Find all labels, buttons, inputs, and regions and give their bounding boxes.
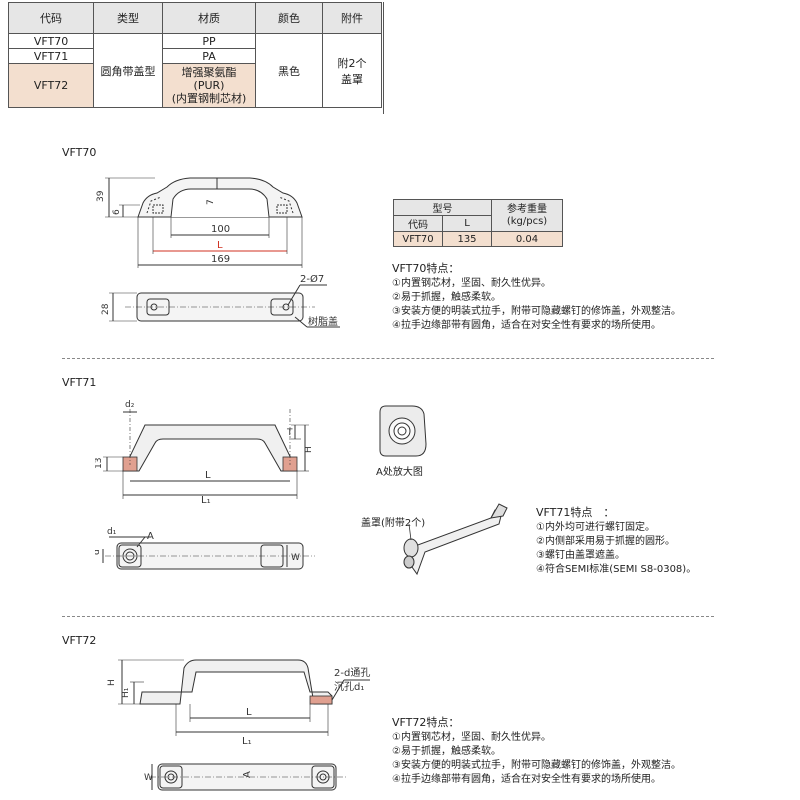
vft71-dim-d: d bbox=[95, 549, 102, 555]
vft71-drawing: d₂ T H 13 L L₁ d₁ d A W bbox=[95, 400, 315, 570]
vft70-hole-label: 2-Ø7 bbox=[300, 273, 324, 285]
vft72-dim-H1: H₁ bbox=[121, 687, 131, 698]
cover-label: 盖罩(附带2个) bbox=[361, 518, 426, 529]
vft71-dim-d2: d₂ bbox=[125, 400, 135, 410]
feature-item: ③安装方便的明装式拉手，附带可隐藏螺钉的修饰盖，外观整洁。 bbox=[392, 306, 681, 317]
vft71-dim-L1: L₁ bbox=[201, 495, 211, 506]
vft70-features: VFT70特点： ①内置钢芯材，坚固、耐久性优异。 ②易于抓握，触感柔软。 ③安… bbox=[392, 262, 681, 333]
vft70-drawing: 39 6 7 100 L 169 28 2-Ø7 树脂盖 bbox=[96, 177, 340, 328]
material-line: (PUR) bbox=[193, 79, 225, 92]
section-divider bbox=[62, 358, 714, 359]
weight-group-header: 型号 bbox=[393, 199, 492, 216]
accessory-line: 盖罩 bbox=[341, 72, 363, 86]
weight-header-text: 参考重量 bbox=[507, 203, 547, 215]
vft70-handle-arch bbox=[170, 188, 270, 218]
vft72-counterbore-label: 沉孔d₁ bbox=[334, 680, 364, 693]
vft70-dim-28: 28 bbox=[101, 303, 111, 315]
weight-unit: (kg/pcs) bbox=[506, 215, 548, 227]
vft71-features: VFT71特点 ： ①内外均可进行螺钉固定。 ②内侧部采用易于抓握的圆形。 ③螺… bbox=[536, 506, 696, 577]
code-cell: VFT72 bbox=[8, 63, 94, 108]
code-cell: VFT70 bbox=[8, 33, 94, 49]
vft72-label-A: A bbox=[242, 771, 253, 778]
feature-item: ③螺钉由盖罩遮盖。 bbox=[536, 550, 625, 561]
vft72-dim-L: L bbox=[246, 707, 252, 718]
header-code: 代码 bbox=[8, 2, 94, 34]
vft71-dim-13: 13 bbox=[95, 458, 104, 469]
vft71-dim-L: L bbox=[205, 470, 211, 481]
vft72-features: VFT72特点： ①内置钢芯材，坚固、耐久性优异。 ②易于抓握，触感柔软。 ③安… bbox=[392, 716, 681, 787]
feature-item: ③安装方便的明装式拉手，附带可隐藏螺钉的修饰盖，外观整洁。 bbox=[392, 760, 681, 771]
vft72-handle-front bbox=[139, 659, 333, 705]
vft71-dim-W: W bbox=[291, 553, 300, 563]
header-material: 材质 bbox=[162, 2, 256, 34]
feature-item: ④拉手边缘部带有圆角，适合在对安全性有要求的场所使用。 bbox=[392, 774, 661, 785]
material-cell: PA bbox=[162, 48, 256, 64]
section-title-vft71: VFT71 bbox=[62, 376, 97, 389]
feature-item: ①内置钢芯材，坚固、耐久性优异。 bbox=[392, 278, 551, 289]
vft70-weight-table: 型号 参考重量 (kg/pcs) 代码 L VFT70 135 0.04 bbox=[393, 199, 563, 247]
type-cell: 圆角带盖型 bbox=[93, 33, 163, 108]
weight-header: 参考重量 (kg/pcs) bbox=[491, 199, 563, 232]
spec-table: 代码 类型 材质 颜色 附件 VFT70 圆角带盖型 PP 黑色 附2个 盖罩 … bbox=[8, 2, 382, 108]
section-title-vft72: VFT72 bbox=[62, 634, 97, 647]
feature-item: ④符合SEMI标准(SEMI S8-0308)。 bbox=[536, 564, 697, 575]
vft71-dim-T: T bbox=[286, 428, 293, 438]
vft70-dim-169: 169 bbox=[211, 254, 230, 265]
weight-row-weight: 0.04 bbox=[491, 231, 563, 247]
vft72-dim-L1: L₁ bbox=[242, 736, 252, 747]
vft70-cap-label: 树脂盖 bbox=[308, 315, 338, 328]
material-cell: PP bbox=[162, 33, 256, 49]
vft70-dim-L: L bbox=[217, 240, 223, 251]
accessory-line: 附2个 bbox=[337, 56, 367, 70]
feature-item: ②易于抓握，触感柔软。 bbox=[392, 746, 501, 757]
weight-row-code: VFT70 bbox=[393, 231, 443, 247]
color-cell: 黑色 bbox=[255, 33, 323, 108]
section-divider bbox=[62, 616, 714, 617]
vft72-hole-label: 2-d通孔 bbox=[334, 667, 370, 679]
section-title-vft70: VFT70 bbox=[62, 146, 97, 159]
code-cell: VFT71 bbox=[8, 48, 94, 64]
material-line: (内置钢制芯材) bbox=[171, 92, 247, 105]
vft70-dim-6: 6 bbox=[112, 209, 122, 215]
features-heading: VFT71特点 ： bbox=[536, 506, 615, 519]
vft71-detail-A bbox=[379, 405, 427, 457]
table-edge bbox=[383, 2, 384, 114]
feature-item: ②易于抓握，触感柔软。 bbox=[392, 292, 501, 303]
feature-item: ②内侧部采用易于抓握的圆形。 bbox=[536, 536, 675, 547]
vft70-dim-100: 100 bbox=[211, 224, 230, 235]
features-heading: VFT72特点： bbox=[392, 716, 460, 729]
header-type: 类型 bbox=[93, 2, 163, 34]
vft72-dim-W: W bbox=[144, 773, 153, 783]
col-code-header: 代码 bbox=[393, 215, 443, 232]
vft71-dim-d1: d₁ bbox=[107, 527, 117, 537]
vft72-dim-H: H bbox=[107, 679, 117, 686]
vft72-drawing: H H₁ L L₁ 2-d通孔 沉孔d₁ W A bbox=[107, 659, 370, 791]
features-heading: VFT70特点： bbox=[392, 262, 460, 275]
feature-item: ①内外均可进行螺钉固定。 bbox=[536, 522, 655, 533]
header-color: 颜色 bbox=[255, 2, 323, 34]
col-L-header: L bbox=[442, 215, 492, 232]
material-line: 增强聚氨酯 bbox=[181, 66, 237, 79]
feature-item: ④拉手边缘部带有圆角，适合在对安全性有要求的场所使用。 bbox=[392, 320, 661, 331]
feature-item: ①内置钢芯材，坚固、耐久性优异。 bbox=[392, 732, 551, 743]
material-cell: 增强聚氨酯 (PUR) (内置钢制芯材) bbox=[162, 63, 256, 108]
vft70-dim-39: 39 bbox=[96, 190, 106, 202]
vft70-dim-7: 7 bbox=[206, 199, 216, 205]
accessory-cell: 附2个 盖罩 bbox=[322, 33, 382, 108]
detail-A-caption: A处放大图 bbox=[376, 467, 423, 478]
header-accessory: 附件 bbox=[322, 2, 382, 34]
weight-row-L: 135 bbox=[442, 231, 492, 247]
vft71-iso-view bbox=[403, 503, 508, 576]
vft71-dim-H: H bbox=[304, 446, 314, 453]
vft71-label-A: A bbox=[147, 531, 154, 542]
vft71-handle-front bbox=[122, 424, 298, 472]
